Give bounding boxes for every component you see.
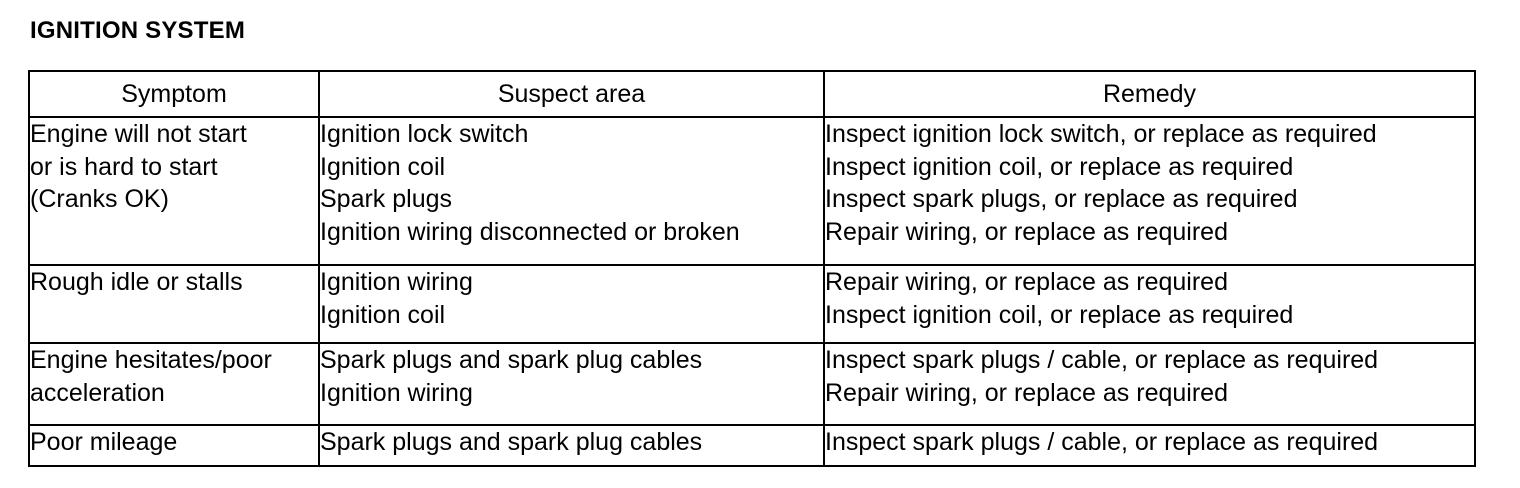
table-row: Engine hesitates/poor acceleration Spark… xyxy=(28,342,1476,426)
symptom-line: or is hard to start xyxy=(30,152,218,181)
symptom-cell: Engine hesitates/poor acceleration xyxy=(28,342,320,426)
remedy-line: Inspect spark plugs, or replace as requi… xyxy=(825,185,1298,213)
remedy-cell: Inspect ignition lock switch, or replace… xyxy=(823,116,1476,266)
table-row: Poor mileage Spark plugs and spark plug … xyxy=(28,424,1476,467)
symptom-cell: Poor mileage xyxy=(28,424,320,467)
remedy-line: Inspect ignition coil, or replace as req… xyxy=(825,152,1294,181)
remedy-line: Inspect spark plugs / cable, or replace … xyxy=(825,346,1379,374)
suspect-area-cell: Spark plugs and spark plug cables xyxy=(318,424,825,467)
symptom-line: Poor mileage xyxy=(30,428,178,456)
section-title: IGNITION SYSTEM xyxy=(30,17,246,44)
suspect-area-line: Ignition wiring disconnected or broken xyxy=(320,217,740,246)
header-remedy: Remedy xyxy=(823,70,1476,118)
symptom-line: acceleration xyxy=(30,378,165,407)
suspect-area-line: Ignition wiring xyxy=(320,268,473,296)
symptom-line: Rough idle or stalls xyxy=(30,268,243,296)
suspect-area-line: Spark plugs xyxy=(320,185,453,213)
suspect-area-line: Ignition lock switch xyxy=(320,120,529,148)
remedy-line: Inspect ignition coil, or replace as req… xyxy=(825,300,1294,329)
table-row: Engine will not start or is hard to star… xyxy=(28,116,1476,266)
header-symptom: Symptom xyxy=(28,70,320,118)
suspect-area-line: Ignition wiring xyxy=(320,378,473,407)
header-suspect-area: Suspect area xyxy=(318,70,825,118)
remedy-cell: Inspect spark plugs / cable, or replace … xyxy=(823,342,1476,426)
suspect-area-cell: Ignition wiring Ignition coil xyxy=(318,264,825,344)
remedy-line: Inspect spark plugs / cable, or replace … xyxy=(825,428,1379,456)
remedy-cell: Repair wiring, or replace as required In… xyxy=(823,264,1476,344)
symptom-line: Engine will not start xyxy=(30,120,247,148)
symptom-line: Engine hesitates/poor xyxy=(30,346,272,374)
suspect-area-line: Spark plugs and spark plug cables xyxy=(320,346,703,374)
suspect-area-cell: Spark plugs and spark plug cables Igniti… xyxy=(318,342,825,426)
symptom-line: (Cranks OK) xyxy=(30,185,169,213)
suspect-area-cell: Ignition lock switch Ignition coil Spark… xyxy=(318,116,825,266)
remedy-cell: Inspect spark plugs / cable, or replace … xyxy=(823,424,1476,467)
remedy-line: Repair wiring, or replace as required xyxy=(825,217,1228,246)
table-row: Rough idle or stalls Ignition wiring Ign… xyxy=(28,264,1476,344)
suspect-area-line: Ignition coil xyxy=(320,300,446,329)
remedy-line: Inspect ignition lock switch, or replace… xyxy=(825,120,1377,148)
suspect-area-line: Spark plugs and spark plug cables xyxy=(320,428,703,456)
suspect-area-line: Ignition coil xyxy=(320,152,446,181)
symptom-cell: Engine will not start or is hard to star… xyxy=(28,116,320,266)
remedy-line: Repair wiring, or replace as required xyxy=(825,378,1228,407)
symptom-cell: Rough idle or stalls xyxy=(28,264,320,344)
table-header-row: Symptom Suspect area Remedy xyxy=(28,70,1476,118)
remedy-line: Repair wiring, or replace as required xyxy=(825,268,1228,296)
troubleshooting-table: Symptom Suspect area Remedy Engine will … xyxy=(28,70,1476,467)
